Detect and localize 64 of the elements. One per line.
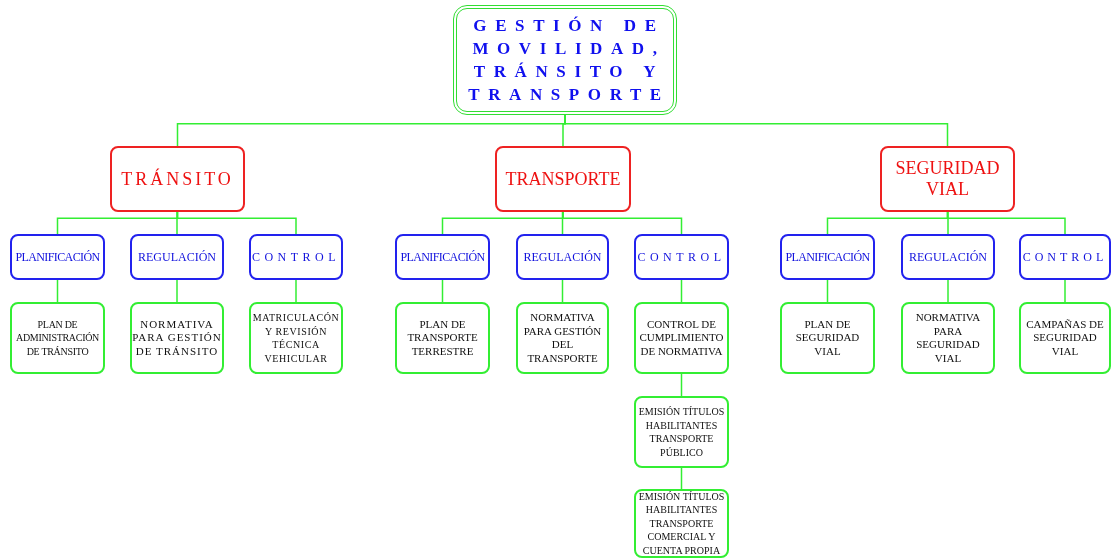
connector-line [176, 279, 178, 303]
function-box [10, 234, 105, 280]
activity-box [901, 302, 995, 374]
box-label: CONTROL DE CUMPLIMIENTO DE NORMATIVA [638, 317, 725, 359]
activity-box [395, 302, 490, 374]
connector-line [680, 467, 683, 490]
connector-line [561, 279, 564, 303]
function-box [249, 234, 343, 280]
box-label: PLANIFICACIÓN [400, 249, 485, 265]
box-label: SEGURIDAD VIAL [894, 158, 1001, 200]
box-label: NORMATIVA PARA SEGURIDAD VIAL [914, 311, 982, 365]
activity-box [634, 396, 729, 468]
activity-box [130, 302, 224, 374]
function-box [901, 234, 995, 280]
connector-line [946, 211, 1066, 235]
connector-line [947, 279, 949, 303]
activity-box [1019, 302, 1111, 374]
box-label: REGULACIÓN [138, 249, 216, 265]
box-label: TRÁNSITO [121, 168, 234, 190]
title-box [453, 5, 677, 115]
box-label: CAMPAÑAS DE SEGURIDAD VIAL [1025, 317, 1105, 359]
function-box [634, 234, 729, 280]
connector-line [562, 211, 683, 235]
connector-line [680, 279, 683, 303]
box-label: NORMATIVA PARA GESTIÓN DEL TRANSPORTE [522, 311, 603, 365]
category-box [495, 146, 631, 212]
box-label: NORMATIVA PARA GESTIÓN DE TRÁNSITO [132, 317, 222, 359]
box-label: TRANSPORTE [505, 168, 621, 190]
connector-line [946, 211, 949, 235]
category-box [880, 146, 1015, 212]
activity-box [634, 302, 729, 374]
box-label: REGULACIÓN [523, 249, 602, 265]
function-box [1019, 234, 1111, 280]
box-label: CONTROL [637, 249, 726, 265]
connector-line [564, 114, 949, 147]
connector-line [680, 373, 683, 397]
function-box [516, 234, 609, 280]
connector-line [56, 279, 59, 303]
function-box [130, 234, 224, 280]
box-label: PLANIFICACIÓN [15, 249, 100, 265]
box-label: MATRICULACÓN Y REVISIÓN TÉCNICA VEHICULAR [251, 311, 341, 365]
connector-line [826, 279, 829, 303]
activity-box [249, 302, 343, 374]
box-label: PLAN DE TRANSPORTE TERRESTRE [406, 317, 479, 359]
function-box [395, 234, 490, 280]
activity-box [780, 302, 875, 374]
function-box [780, 234, 875, 280]
connector-line [1064, 279, 1066, 303]
box-label: CONTROL [1022, 249, 1108, 265]
connector-line [441, 279, 444, 303]
activity-box [516, 302, 609, 374]
box-label: CONTROL [251, 249, 341, 265]
connector-line [176, 211, 297, 235]
box-label: EMISIÓN TÍTULOS HABILITANTES TRANSPORTE COMERCIAL Y CUENTA PROPIA [637, 489, 726, 558]
connector-line [176, 211, 179, 235]
box-label: GESTIÓN DE MOVILIDAD, TRÁNSITO Y TRANSPORTE [467, 15, 671, 106]
connector-line [295, 279, 297, 303]
box-label: PLAN DE SEGURIDAD VIAL [794, 317, 861, 359]
box-label: PLANIFICACIÓN [785, 249, 870, 265]
box-label: PLAN DE ADMINISTRACIÓN DE TRÁNSITO [15, 317, 100, 359]
activity-box [10, 302, 105, 374]
category-box [110, 146, 245, 212]
box-label: REGULACIÓN [909, 249, 987, 265]
box-label: EMISIÓN TÍTULOS HABILITANTES TRANSPORTE PÚBLICO [637, 405, 726, 459]
